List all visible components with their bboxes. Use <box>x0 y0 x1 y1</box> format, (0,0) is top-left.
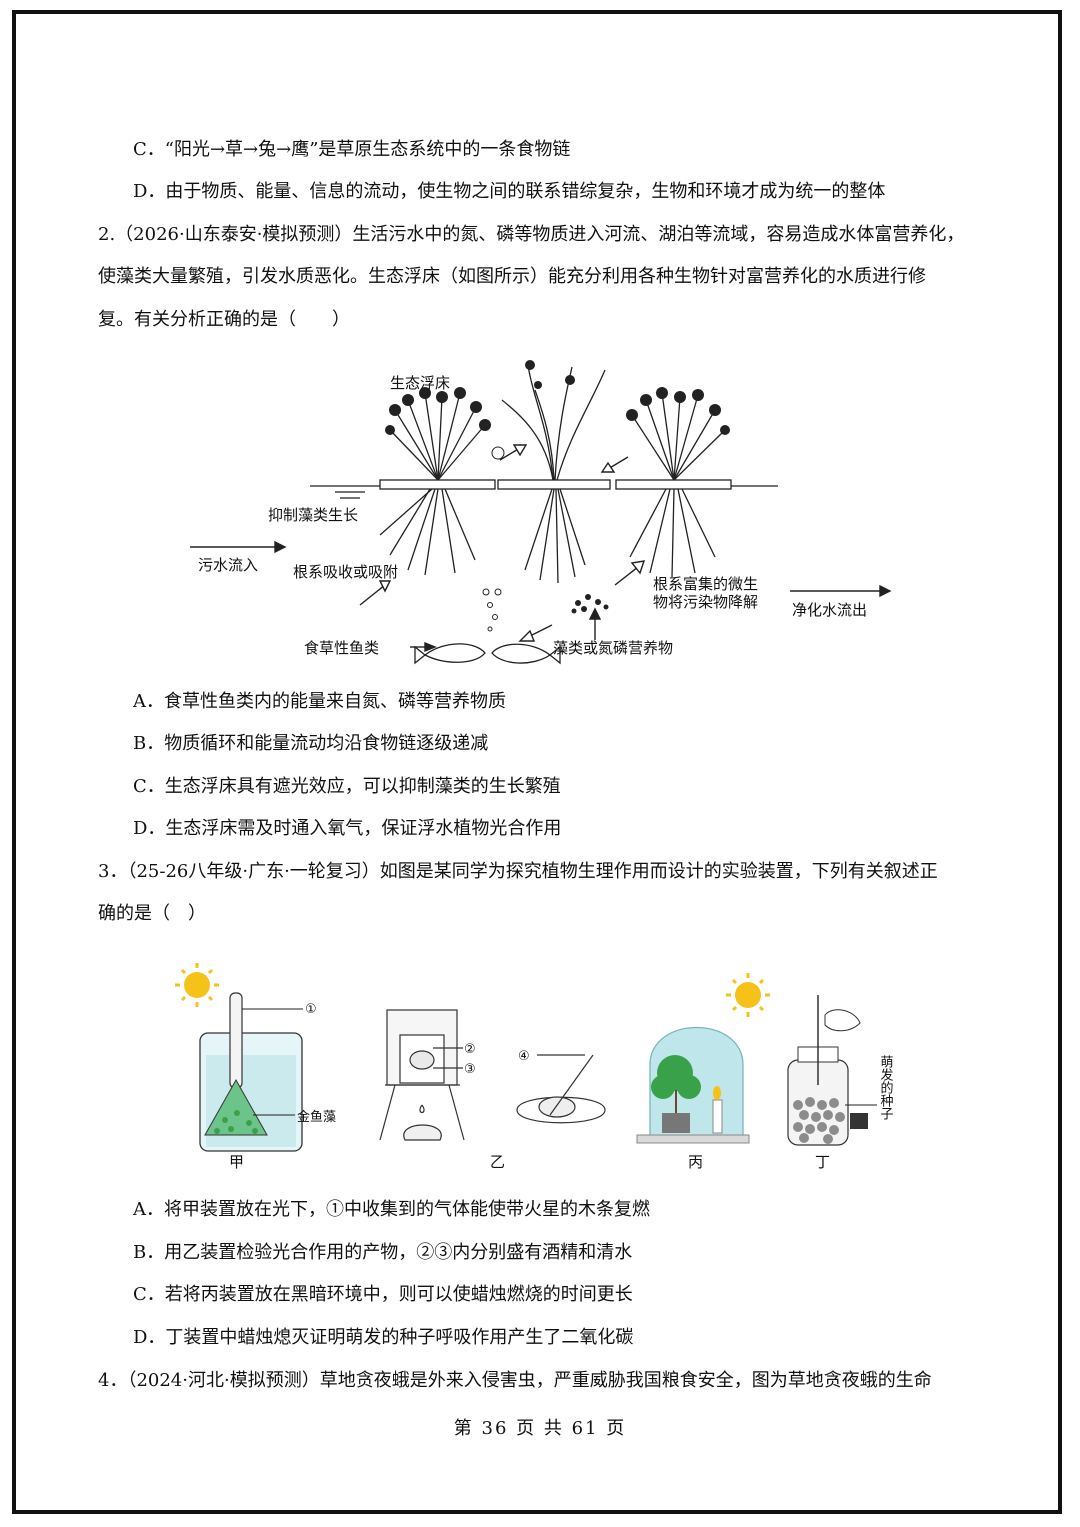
label-goldfish-weed: 金鱼藻 <box>297 1109 336 1125</box>
q3-option-c: C．若将丙装置放在黑暗环境中，则可以使蜡烛燃烧的时间更长 <box>133 1284 633 1305</box>
caption-jia: 甲 <box>229 1153 244 1171</box>
label-float-bed: 生态浮床 <box>390 374 450 392</box>
q2-floating-bed-figure: 生态浮床 抑制藻类生长 污水流入 根系吸收或吸附 根系富集的微生 物将污染物降解… <box>190 360 892 665</box>
q1-option-d: D．由于物质、能量、信息的流动，使生物之间的联系错综复杂，生物和环境才成为统一的… <box>133 181 886 202</box>
setup-bing: 丙 <box>636 973 770 1171</box>
caption-bing: 丙 <box>688 1153 703 1171</box>
label-clean-out: 净化水流出 <box>792 601 867 619</box>
test-tube-1 <box>229 992 243 1089</box>
q2-option-c: C．生态浮床具有遮光效应，可以抑制藻类的生长繁殖 <box>133 776 561 797</box>
microbe-arrow <box>614 566 639 586</box>
right-plant <box>629 392 726 578</box>
setup-ding: 萌发的种子 丁 <box>787 995 894 1171</box>
microbe-dots <box>571 594 609 614</box>
middle-iris-plant <box>501 364 606 584</box>
q2-option-b: B．物质循环和能量流动均沿食物链逐级递减 <box>133 733 489 754</box>
fish-right <box>491 643 552 664</box>
float-board-left <box>379 479 496 490</box>
q2-stem-line1: 2.（2026·山东泰安·模拟预测）生活污水中的氮、磷等物质进入河流、湖泊等流域… <box>98 224 965 245</box>
q2-stem-line2: 使藻类大量繁殖，引发水质恶化。生态浮床（如图所示）能充分利用各种生物针对富营养化… <box>98 266 926 287</box>
marker-2: ② <box>464 1042 476 1057</box>
q2-option-a: A．食草性鱼类内的能量来自氮、磷等营养物质 <box>133 691 506 712</box>
label-sewage-in: 污水流入 <box>198 556 258 574</box>
q3-stem-line1: 3．（25-26八年级·广东·一轮复习）如图是某同学为探究植物生理作用而设计的实… <box>98 861 938 882</box>
label-fish: 食草性鱼类 <box>304 639 379 657</box>
q3-option-d: D．丁装置中蜡烛熄灭证明萌发的种子呼吸作用产生了二氧化碳 <box>133 1327 634 1348</box>
label-algae-nutrients: 藻类或氮磷营养物 <box>553 639 673 657</box>
marker-4: ④ <box>518 1049 530 1064</box>
page-footer: 第 36 页 共 61 页 <box>453 1418 627 1439</box>
caption-ding: 丁 <box>815 1153 830 1171</box>
label-microbes-line2: 物将污染物降解 <box>653 593 758 611</box>
label-root-absorb: 根系吸收或吸附 <box>293 563 398 581</box>
float-board-middle <box>497 479 611 490</box>
label-microbes-line1: 根系富集的微生 <box>653 575 758 593</box>
float-board-right <box>615 479 732 490</box>
goldfish-weed <box>204 1078 268 1136</box>
label-seeds: 萌发的种子 <box>878 1055 894 1120</box>
q3-stem-line2: 确的是（ ） <box>98 903 206 924</box>
q4-stem-line1: 4．（2024·河北·模拟预测）草地贪夜蛾是外来入侵害虫，严重威胁我国粮食安全，… <box>98 1370 932 1391</box>
setup-yi <box>379 1009 606 1141</box>
left-plant <box>379 392 486 576</box>
flower-heads <box>385 360 730 435</box>
q2-option-d: D．生态浮床需及时通入氧气，保证浮水植物光合作用 <box>133 818 562 839</box>
sun-icon-jia <box>175 963 219 1007</box>
marker-1: ① <box>305 1002 317 1017</box>
sun-icon-bing <box>726 973 770 1017</box>
q3-option-b: B．用乙装置检验光合作用的产物，②③内分别盛有酒精和清水 <box>133 1242 633 1263</box>
q3-option-a: A．将甲装置放在光下，①中收集到的气体能使带火星的木条复燃 <box>133 1199 650 1220</box>
absorb-arrow <box>359 584 386 606</box>
page-border <box>12 10 1062 1514</box>
fish-left <box>423 643 486 663</box>
label-inhibit-algae: 抑制藻类生长 <box>268 506 358 524</box>
marker-3: ③ <box>464 1062 476 1077</box>
q2-stem-line3: 复。有关分析正确的是（ ） <box>98 309 350 330</box>
q3-experiments-figure: ① 金鱼藻 甲 ② ③ ④ 乙 <box>175 963 894 1171</box>
caption-yi: 乙 <box>490 1153 505 1171</box>
q1-option-c: C．“阳光→草→兔→鹰”是草原生态系统中的一条食物链 <box>133 139 571 160</box>
setup-jia: ① 金鱼藻 甲 <box>175 963 336 1171</box>
